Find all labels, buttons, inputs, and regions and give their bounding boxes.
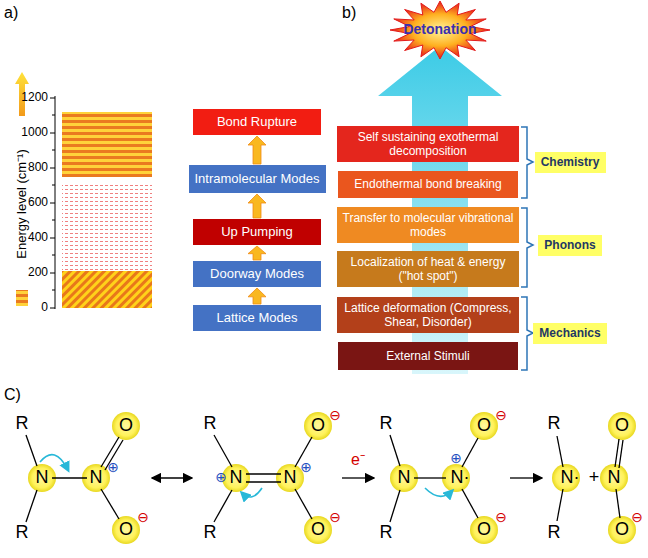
atom-glow bbox=[28, 412, 636, 544]
atom-label: R bbox=[204, 414, 217, 434]
atom-label: O bbox=[119, 520, 133, 540]
atom-label: O bbox=[477, 520, 491, 540]
tick-label: 400 bbox=[28, 231, 48, 244]
axis-key-bar bbox=[16, 290, 28, 306]
atom-label: R bbox=[380, 414, 393, 434]
panel-label: b) bbox=[342, 4, 356, 22]
bracket bbox=[521, 127, 533, 370]
stage-box: Localization of heat & energy ("hot spot… bbox=[337, 251, 519, 287]
charge-label: ⊕ bbox=[215, 470, 227, 485]
box-text: Endothermal bond breaking bbox=[354, 177, 501, 191]
electron-push-arrow bbox=[40, 455, 452, 497]
lattice-band bbox=[62, 271, 152, 308]
atom-label: O bbox=[311, 416, 325, 436]
atom-label: R bbox=[380, 523, 393, 543]
box-text: Chemistry bbox=[541, 155, 600, 169]
atom-label: R bbox=[548, 414, 561, 434]
charge-label: ⊖ bbox=[329, 510, 341, 525]
charge-label: ⊕ bbox=[107, 460, 119, 475]
charge-label: ⊖ bbox=[631, 510, 643, 525]
mode-box: Up Pumping bbox=[193, 219, 321, 245]
tick-label: 200 bbox=[28, 266, 48, 279]
stage-box: External Stimuli bbox=[338, 342, 518, 370]
atom-label: N bbox=[608, 468, 621, 488]
mode-box: Bond Rupture bbox=[193, 109, 321, 135]
atom-label: N bbox=[230, 468, 243, 488]
panel-label: C) bbox=[4, 386, 21, 404]
stage-box: Transfer to molecular vibrational modes bbox=[337, 207, 519, 243]
atom-label: O bbox=[119, 416, 133, 436]
box-text: Lattice Modes bbox=[217, 310, 298, 326]
category-tag: Mechanics bbox=[533, 323, 607, 344]
mode-box: Doorway Modes bbox=[193, 261, 321, 287]
charge-label: ⊕ bbox=[450, 451, 462, 466]
box-text: Phonons bbox=[544, 238, 595, 252]
atom-label: O bbox=[615, 520, 629, 540]
atom-label: O bbox=[311, 520, 325, 540]
reaction-arrow bbox=[152, 477, 542, 478]
charge-label: ⊖ bbox=[495, 408, 507, 423]
tick-label: 600 bbox=[28, 196, 48, 209]
box-text: Intramolecular Modes bbox=[195, 171, 320, 187]
category-tag: Phonons bbox=[538, 235, 602, 256]
box-text: Doorway Modes bbox=[210, 266, 304, 282]
explosion-label: Detonation bbox=[396, 18, 484, 41]
flow-arrow bbox=[248, 136, 266, 164]
explosion-burst bbox=[390, 1, 490, 59]
tick-label: 1000 bbox=[21, 126, 48, 139]
box-text: Localization of heat & energy ("hot spot… bbox=[342, 255, 514, 284]
electron-label: e⁻ bbox=[351, 451, 365, 469]
atom-label: N· bbox=[451, 468, 470, 488]
energy-axis bbox=[50, 96, 55, 309]
charge-label: ⊖ bbox=[329, 408, 341, 423]
atom-label: R bbox=[16, 523, 29, 543]
tick-label: 800 bbox=[28, 161, 48, 174]
stage-box: Lattice deformation (Compress, Shear, Di… bbox=[337, 297, 519, 333]
mode-box: Lattice Modes bbox=[193, 305, 321, 331]
tick-label: 1200 bbox=[21, 91, 48, 104]
atom-label: N bbox=[90, 468, 103, 488]
chemical-bond bbox=[26, 435, 623, 522]
atom-label: N bbox=[36, 468, 49, 488]
doorway-band bbox=[62, 182, 152, 271]
atom-label: N· bbox=[561, 468, 580, 488]
flow-arrow bbox=[248, 246, 266, 260]
plus-sign: + bbox=[589, 468, 600, 488]
box-text: Self sustaining exothermal decomposition bbox=[342, 130, 514, 159]
atom-label: R bbox=[548, 523, 561, 543]
flow-arrow bbox=[248, 288, 266, 304]
atom-label: R bbox=[16, 414, 29, 434]
box-text: Transfer to molecular vibrational modes bbox=[342, 211, 514, 240]
stage-box: Self sustaining exothermal decomposition bbox=[337, 126, 519, 162]
category-tag: Chemistry bbox=[535, 152, 606, 173]
panel-label: a) bbox=[4, 4, 18, 22]
atom-label: R bbox=[204, 523, 217, 543]
atom-label: O bbox=[477, 416, 491, 436]
box-text: Bond Rupture bbox=[217, 114, 297, 130]
flow-arrow bbox=[248, 194, 266, 218]
tick-label: 0 bbox=[41, 301, 48, 314]
atom-label: N bbox=[398, 468, 411, 488]
mode-box: Intramolecular Modes bbox=[189, 165, 326, 193]
intramolecular-band bbox=[62, 112, 152, 177]
box-text: Up Pumping bbox=[221, 224, 293, 240]
box-text: Lattice deformation (Compress, Shear, Di… bbox=[342, 301, 514, 330]
box-text: External Stimuli bbox=[386, 349, 469, 363]
charge-label: ⊕ bbox=[300, 460, 312, 475]
stage-box: Endothermal bond breaking bbox=[338, 171, 518, 198]
atom-label: O bbox=[615, 416, 629, 436]
charge-label: ⊖ bbox=[495, 510, 507, 525]
box-text: Mechanics bbox=[539, 326, 600, 340]
atom-label: N bbox=[284, 468, 297, 488]
box-text: Detonation bbox=[403, 21, 476, 38]
charge-label: ⊖ bbox=[137, 510, 149, 525]
axis-title: Energy level (cm⁻¹) bbox=[15, 149, 29, 258]
